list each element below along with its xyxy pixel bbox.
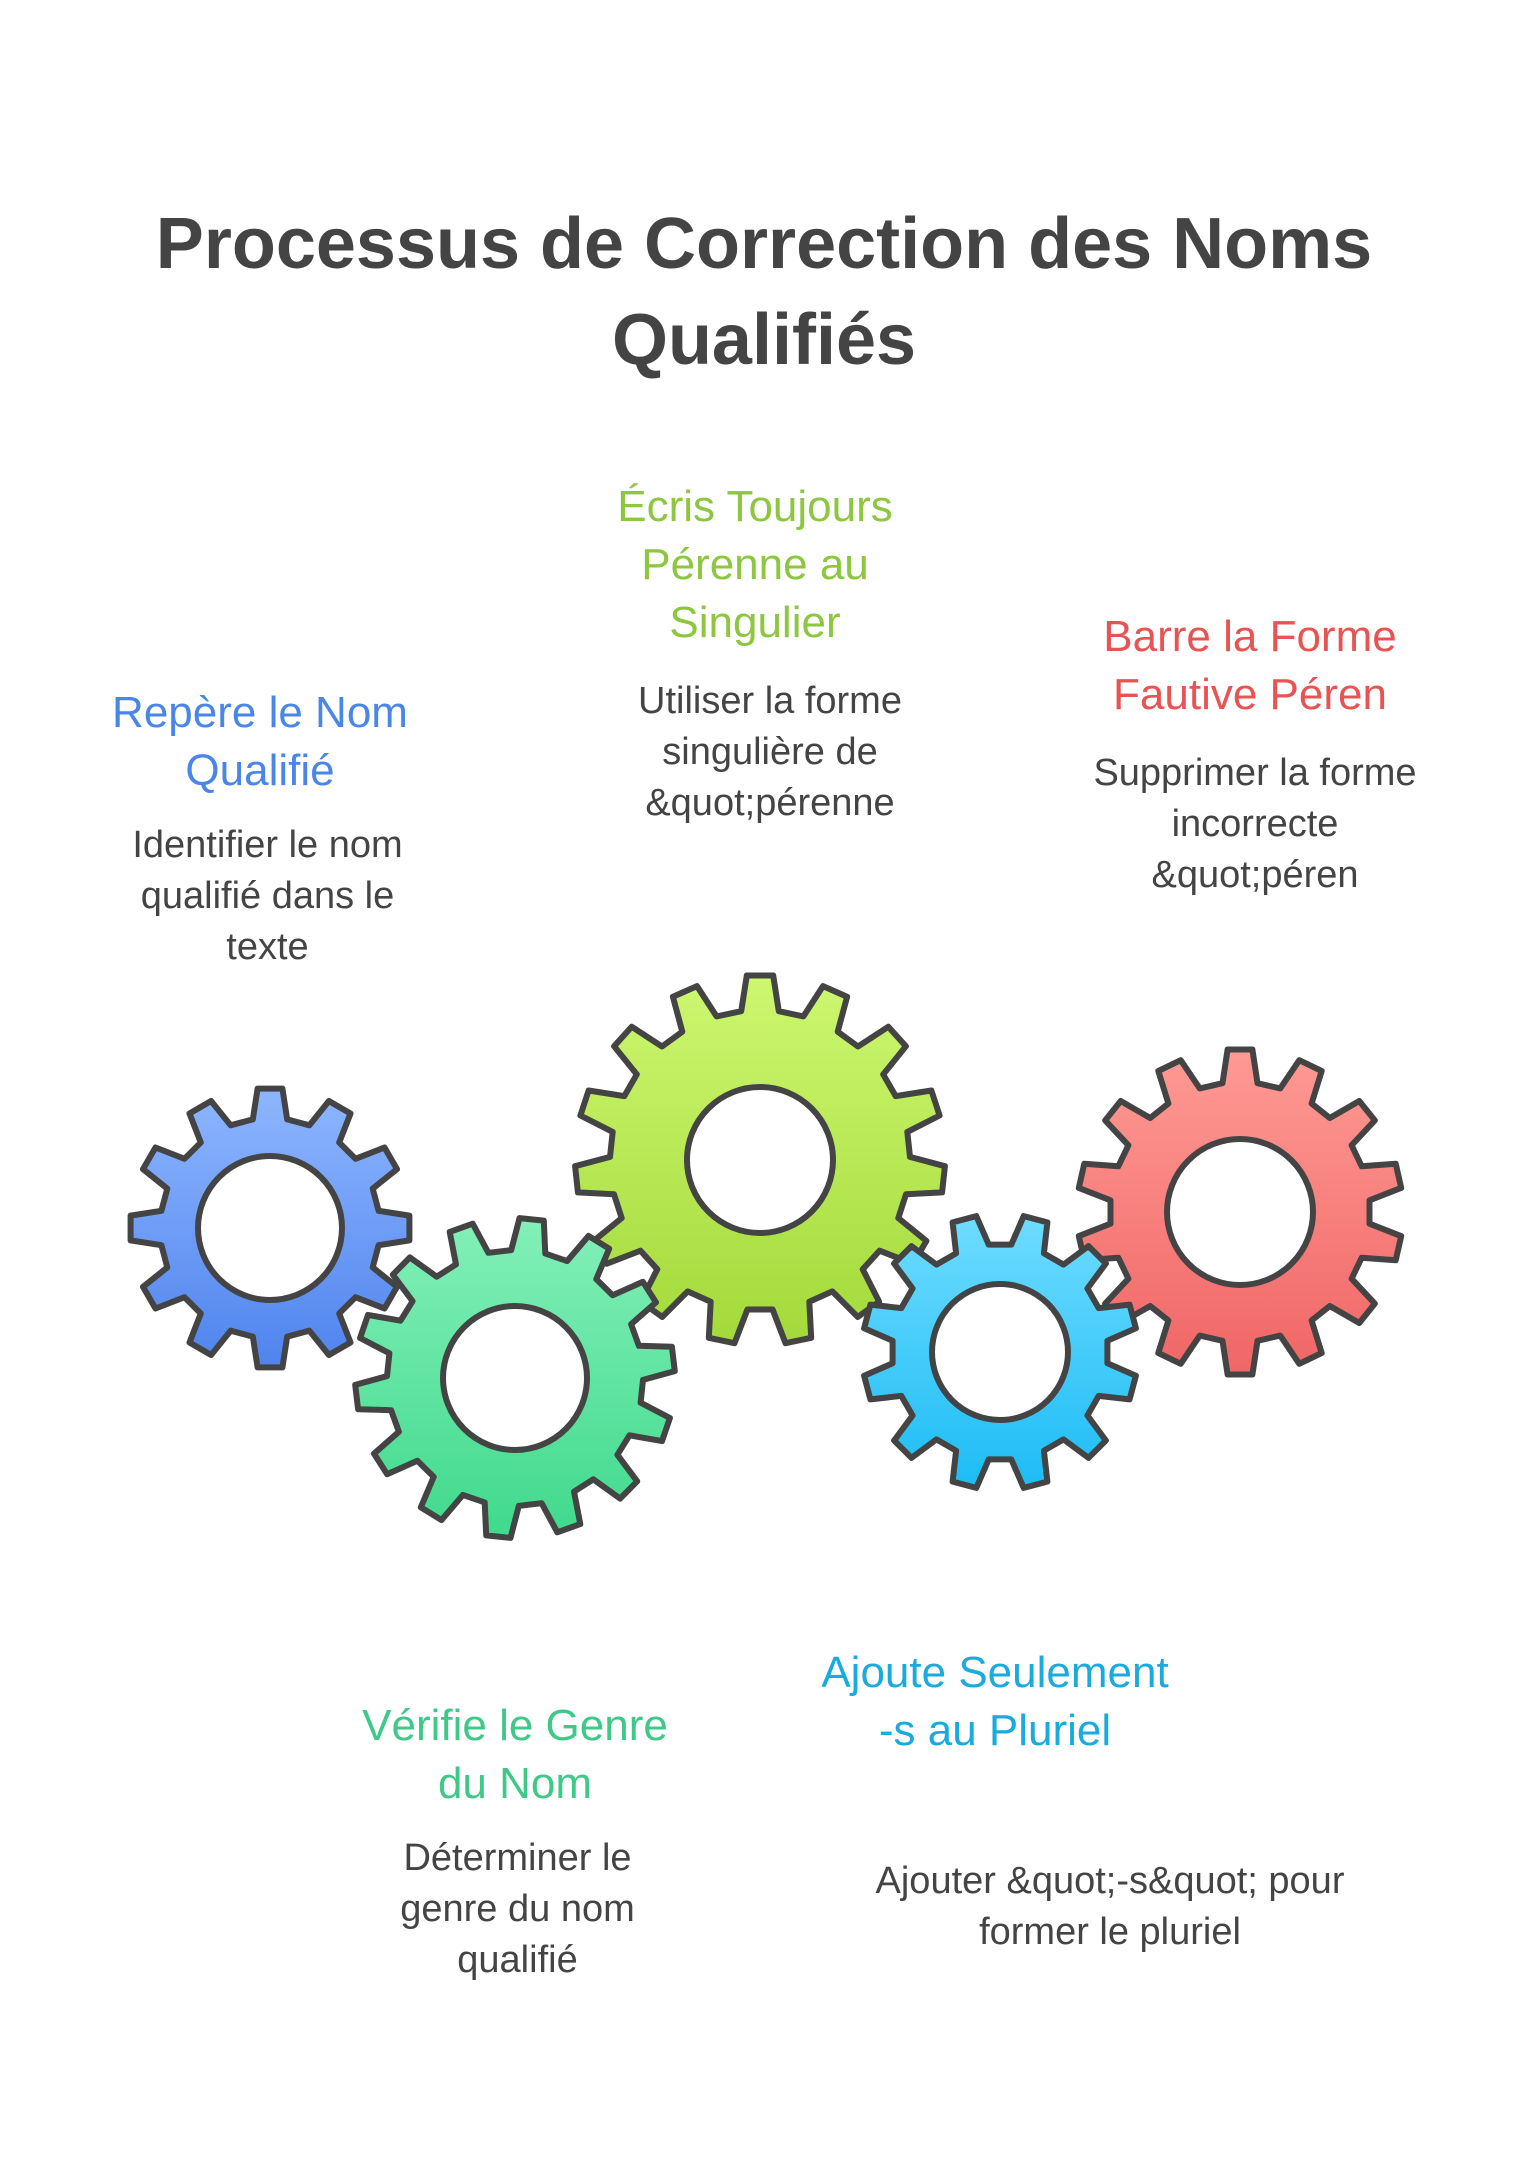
step-title-verifie: Vérifie le Genre du Nom [362,1701,668,1808]
step-description-verifie: Déterminer le genre du nom qualifié [400,1837,635,1981]
step-title-repere: Repère le Nom Qualifié [112,688,408,795]
gear-icon-ecris [572,972,948,1347]
gear-hole-barre [1164,1136,1316,1288]
gear-hole-ajoute [929,1281,1071,1423]
step-description-barre: Supprimer la forme incorrecte &quot;pére… [1093,752,1417,896]
gear-icon-verifie [352,1215,678,1541]
gear-icon-barre [1075,1046,1405,1378]
step-description-ajoute: Ajouter &quot;-s&quot; pour former le pl… [875,1860,1345,1953]
step-description-ecris: Utiliser la forme singulière de &quot;pé… [638,680,902,824]
gear-icon-repere [127,1085,413,1371]
gear-hole-repere [195,1153,345,1303]
step-description-repere: Identifier le nom qualifié dans le texte [132,824,403,968]
gear-hole-verifie [440,1303,590,1453]
gear-hole-ecris [684,1084,836,1236]
page-title: Processus de Correction des Noms Qualifi… [155,204,1373,380]
gear-icon-ajoute [861,1213,1139,1491]
step-title-ajoute: Ajoute Seulement -s au Pluriel [821,1648,1169,1755]
step-title-ecris: Écris Toujours Pérenne au Singulier [617,482,893,647]
step-title-barre: Barre la Forme Fautive Péren [1103,612,1397,719]
